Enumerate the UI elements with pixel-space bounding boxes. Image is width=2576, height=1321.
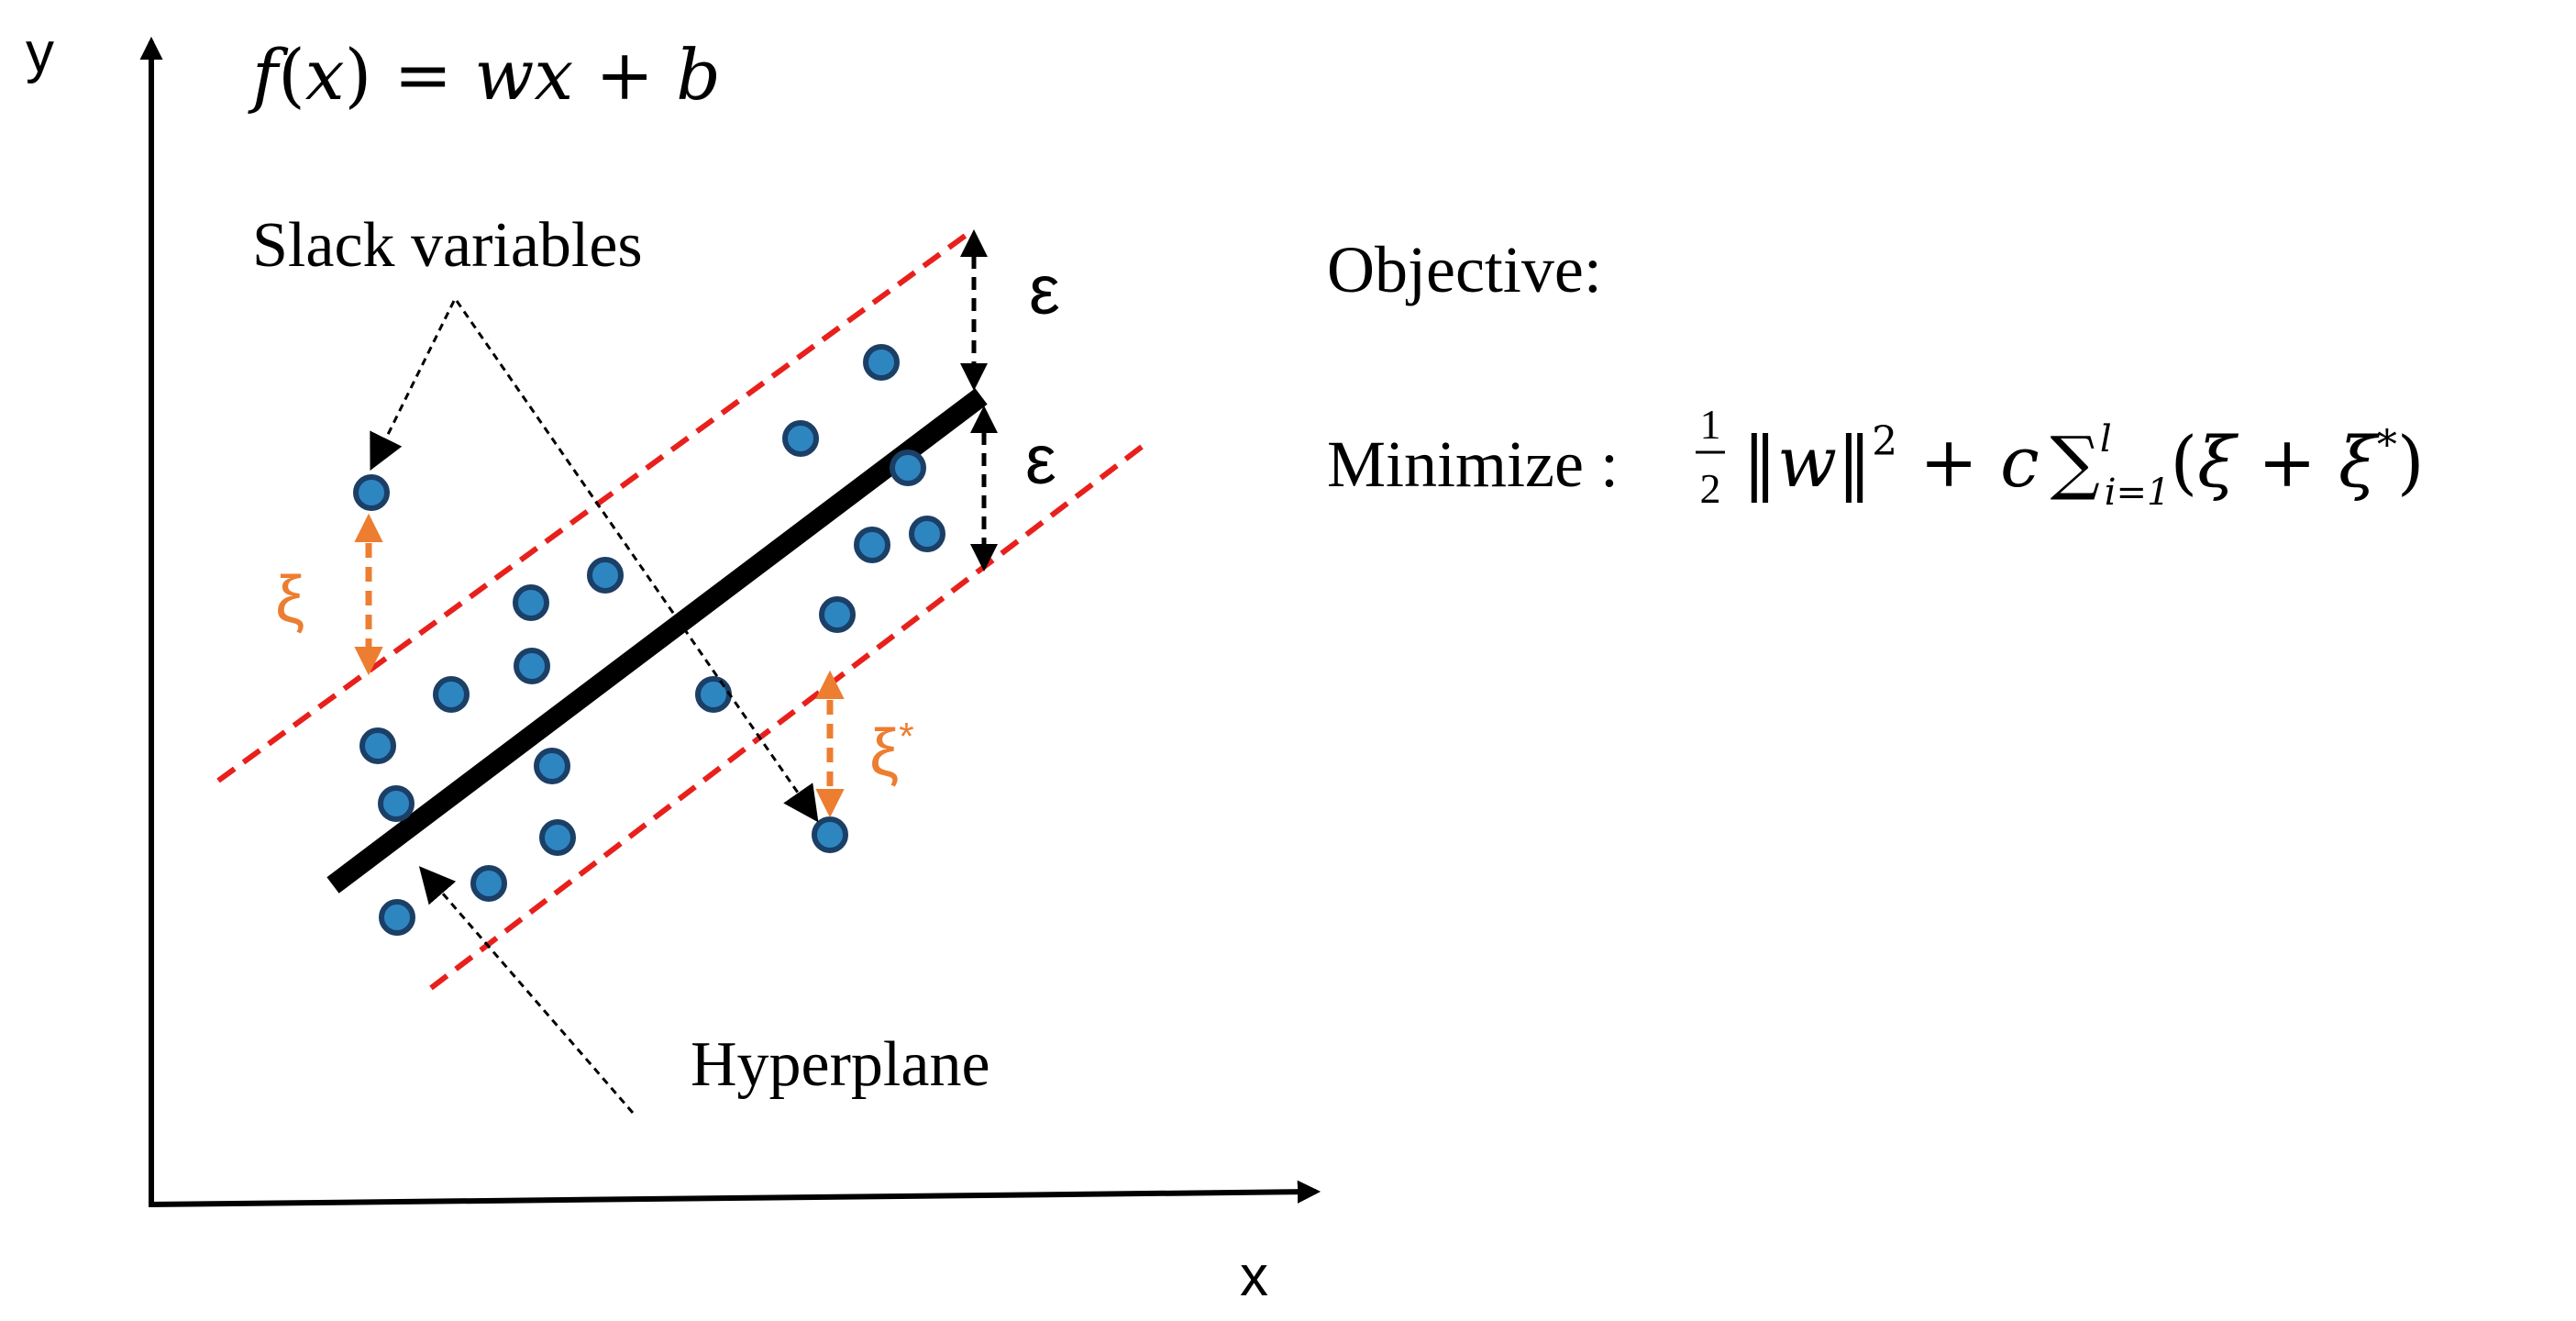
data-point-p17 — [812, 816, 848, 853]
data-point-p11 — [433, 676, 470, 713]
data-point-p5 — [854, 527, 890, 563]
slack-variables-label: Slack variables — [252, 210, 643, 281]
fraction-denominator: 2 — [1700, 465, 1721, 512]
data-point-p13 — [359, 727, 396, 764]
epsilon-label-bottom: ε — [1025, 421, 1056, 499]
data-point-p15 — [378, 785, 415, 822]
slack-leader-right — [455, 300, 819, 823]
slack-leader-left — [370, 300, 456, 471]
data-point-p19 — [379, 899, 415, 936]
xi-label: ξ — [275, 563, 304, 637]
objective-title: Objective: — [1327, 233, 1602, 306]
epsilon-label-top: ε — [1029, 251, 1060, 329]
data-point-p9 — [514, 648, 550, 684]
y-axis-label: y — [26, 21, 54, 84]
minimize-label: Minimize : — [1327, 427, 1619, 501]
data-point-p12 — [695, 676, 732, 713]
data-point-p6 — [909, 516, 945, 552]
data-point-p14 — [534, 748, 570, 784]
data-point-p16 — [539, 819, 576, 856]
lower-margin-line — [429, 444, 1144, 991]
data-point-p3 — [782, 420, 819, 457]
xi-star-label: ξ* — [869, 715, 914, 790]
hyperplane-line — [326, 388, 988, 894]
x-axis — [148, 1180, 1321, 1207]
data-point-p4 — [890, 450, 926, 486]
function-label: f(x) = wx + b — [248, 34, 721, 116]
data-point-p7 — [513, 584, 549, 621]
data-point-p1 — [353, 474, 390, 511]
fraction-numerator: 1 — [1700, 401, 1721, 448]
hyperplane-label: Hyperplane — [691, 1029, 990, 1100]
x-axis-label: x — [1240, 1245, 1268, 1308]
data-point-p18 — [470, 865, 507, 902]
hyperplane-leader — [418, 866, 635, 1114]
data-point-p8 — [587, 557, 624, 594]
data-point-p10 — [819, 596, 856, 633]
data-points — [353, 344, 945, 936]
data-point-p2 — [863, 344, 900, 381]
